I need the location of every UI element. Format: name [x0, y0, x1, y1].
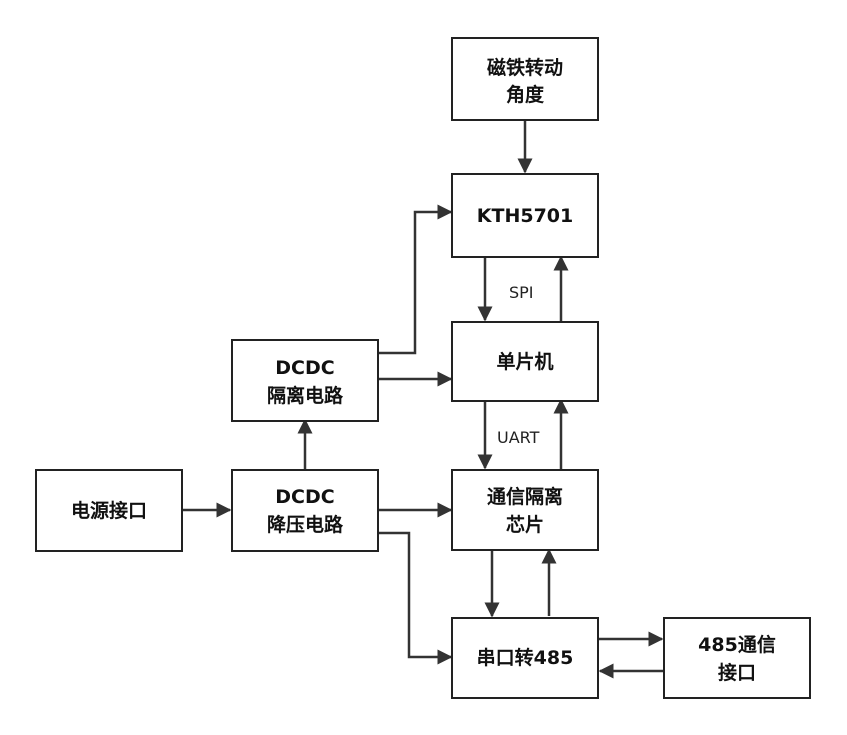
block-magnet-angle: 磁铁转动 角度 [451, 37, 599, 121]
block-magnet-line1: 磁铁转动 [487, 56, 563, 79]
block-dcdc-buck-line1: DCDC [275, 486, 334, 508]
block-mcu: 单片机 [451, 321, 599, 402]
spi-label: SPI [509, 283, 534, 302]
block-dcdc-buck-line2: 降压电路 [267, 513, 344, 536]
block-magnet-line2: 角度 [506, 83, 545, 106]
block-dcdc-isolation: DCDC 隔离电路 [231, 339, 379, 422]
block-485-interface: 485通信 接口 [663, 617, 811, 699]
arrow-buck-to-uart485 [378, 531, 453, 665]
block-power-line1: 电源接口 [71, 499, 147, 522]
block-rs485-line1: 485通信 [698, 633, 776, 656]
block-dcdc-iso-line1: DCDC [275, 357, 334, 379]
connectors [182, 120, 664, 679]
block-comm-isolation: 通信隔离 芯片 [451, 469, 599, 551]
block-dcdc-buck: DCDC 降压电路 [231, 469, 379, 552]
block-mcu-line1: 单片机 [496, 350, 553, 373]
block-power-interface: 电源接口 [35, 469, 183, 552]
block-kth-line1: KTH5701 [477, 205, 573, 227]
block-uart485-line1: 串口转485 [477, 646, 574, 669]
block-comm-line1: 通信隔离 [487, 485, 563, 508]
block-comm-line2: 芯片 [506, 513, 544, 536]
arrow-dcdc-iso-to-kth [378, 204, 453, 355]
block-kth5701: KTH5701 [451, 173, 599, 258]
block-rs485-line2: 接口 [718, 662, 756, 684]
block-uart-to-485: 串口转485 [451, 617, 599, 699]
block-dcdc-iso-line2: 隔离电路 [267, 384, 344, 407]
uart-label: UART [497, 428, 540, 447]
